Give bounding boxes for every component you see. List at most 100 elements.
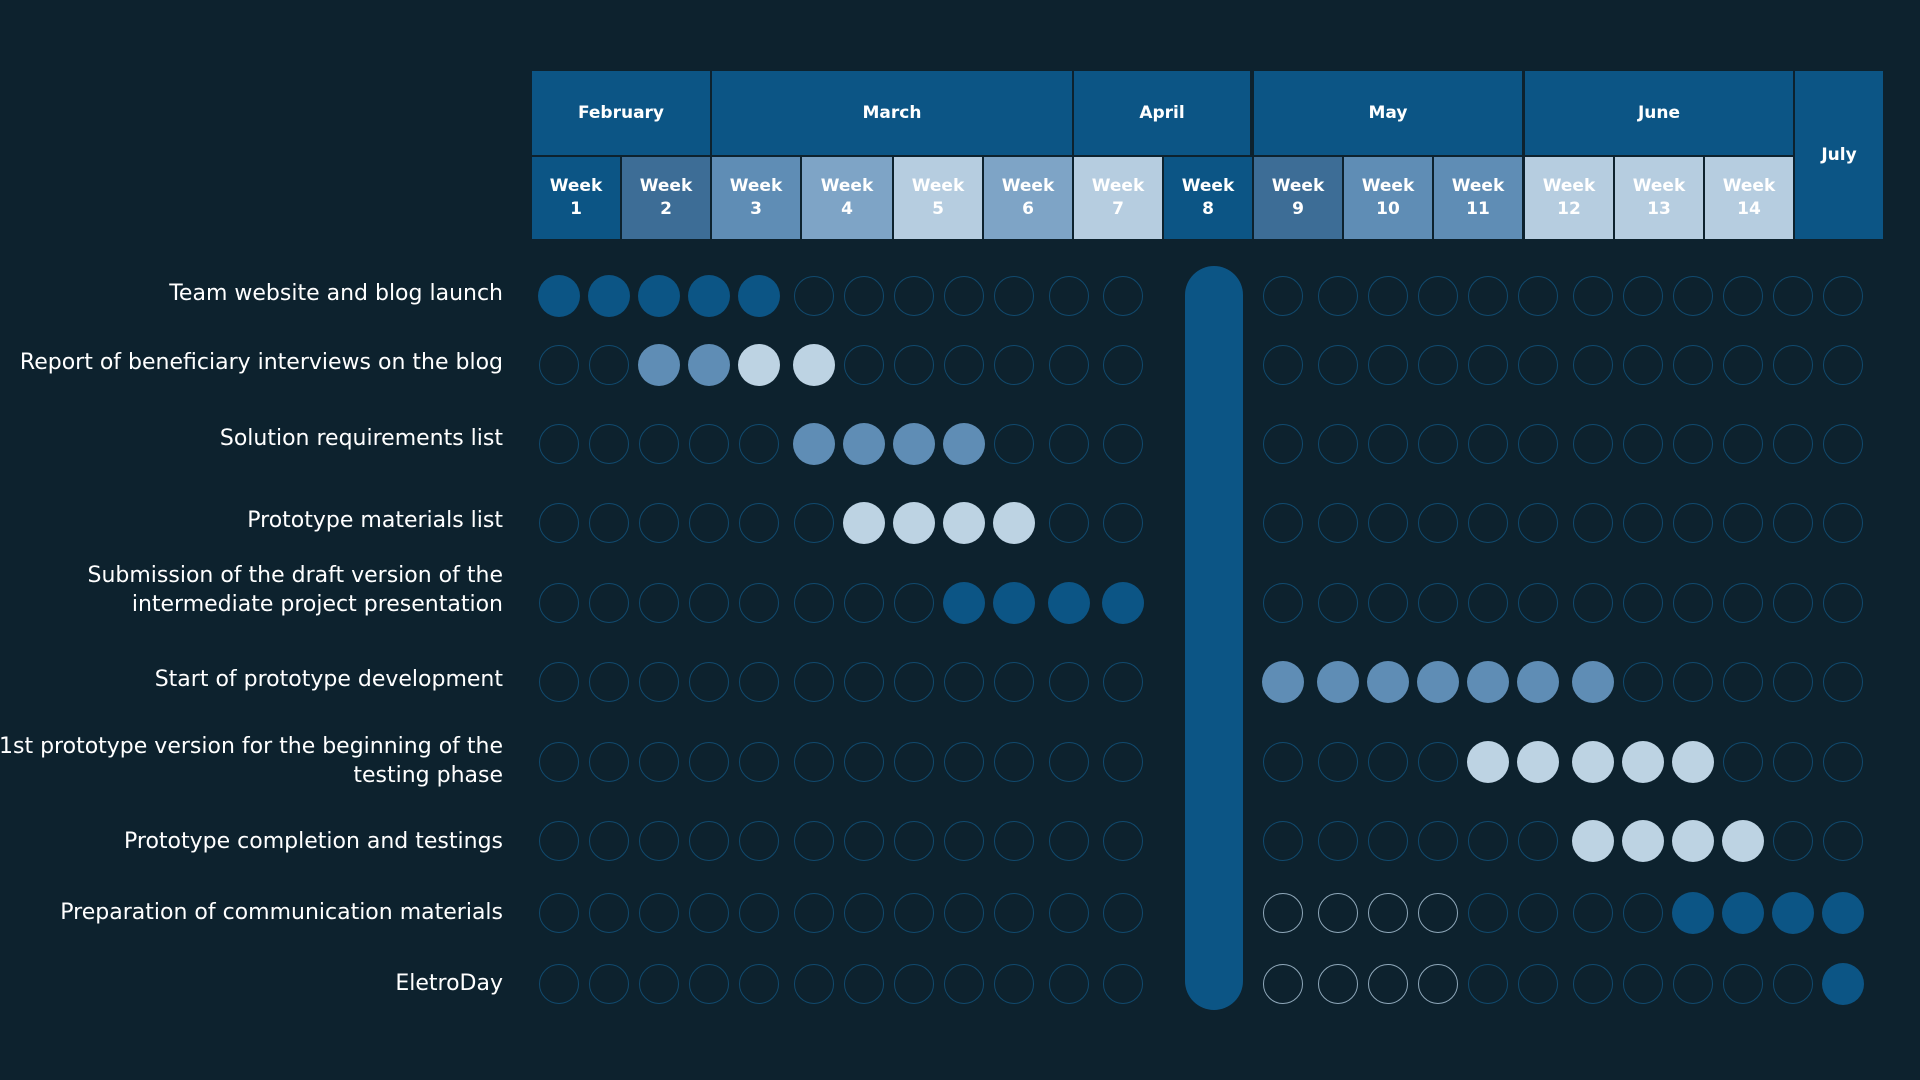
dot-empty <box>1468 893 1508 933</box>
dot-filled-light <box>1622 820 1664 862</box>
dot-empty <box>1263 345 1303 385</box>
dot-empty <box>944 964 984 1004</box>
dot-empty <box>1773 964 1813 1004</box>
dot-empty <box>739 583 779 623</box>
dot-empty <box>739 964 779 1004</box>
dot-empty <box>589 662 629 702</box>
week-word: Week <box>1091 176 1145 196</box>
dot-empty <box>1518 345 1558 385</box>
dot-empty <box>1723 964 1763 1004</box>
dot-empty <box>794 662 834 702</box>
week-word: Week <box>911 176 965 196</box>
dot-empty <box>1673 276 1713 316</box>
dot-empty <box>794 742 834 782</box>
week-word: Week <box>639 176 693 196</box>
dot-empty <box>1263 276 1303 316</box>
month-header-march: March <box>712 71 1072 155</box>
dot-filled-dark <box>1822 963 1864 1005</box>
dot-empty <box>1518 276 1558 316</box>
dot-filled-mid <box>893 423 935 465</box>
dot-empty <box>1263 424 1303 464</box>
dot-empty <box>539 964 579 1004</box>
dot-filled-light <box>1672 741 1714 783</box>
dot-empty <box>589 893 629 933</box>
dot-empty <box>1263 503 1303 543</box>
week-word: Week <box>1361 176 1415 196</box>
task-label: Team website and blog launch <box>169 281 503 306</box>
dot-filled-dark <box>1722 892 1764 934</box>
dot-empty <box>689 964 729 1004</box>
dot-empty <box>1823 345 1863 385</box>
dot-empty <box>1049 964 1089 1004</box>
dot-empty <box>1049 821 1089 861</box>
dot-filled-dark <box>993 582 1035 624</box>
dot-empty <box>1723 276 1763 316</box>
dot-empty <box>1103 964 1143 1004</box>
week-word: Week <box>820 176 874 196</box>
dot-empty <box>1468 345 1508 385</box>
task-label: Preparation of communication materials <box>60 900 503 925</box>
dot-empty <box>1468 424 1508 464</box>
week-number: 11 <box>1466 199 1490 219</box>
dot-empty <box>1773 503 1813 543</box>
dot-empty <box>894 893 934 933</box>
dot-empty <box>844 821 884 861</box>
dot-empty <box>639 742 679 782</box>
dot-filled-dark <box>738 275 780 317</box>
task-label: 1st prototype version for the beginning … <box>0 734 503 788</box>
dot-empty <box>639 893 679 933</box>
dot-filled-mid <box>1262 661 1304 703</box>
month-header-july: July <box>1795 71 1883 239</box>
dot-empty <box>844 276 884 316</box>
dot-empty <box>639 662 679 702</box>
dot-empty <box>589 742 629 782</box>
dot-empty <box>1623 276 1663 316</box>
dot-empty <box>1049 276 1089 316</box>
dot-filled-light <box>1467 741 1509 783</box>
dot-empty <box>539 424 579 464</box>
dot-empty <box>1723 424 1763 464</box>
week-number: 14 <box>1737 199 1761 219</box>
dot-empty <box>1673 583 1713 623</box>
week-number: 1 <box>570 199 582 219</box>
dot-empty <box>1518 424 1558 464</box>
dot-empty <box>1673 964 1713 1004</box>
dot-empty <box>539 662 579 702</box>
dot-empty <box>539 742 579 782</box>
dot-empty <box>1418 821 1458 861</box>
dot-empty <box>944 345 984 385</box>
month-header-may: May <box>1254 71 1522 155</box>
dot-empty <box>1468 964 1508 1004</box>
dot-filled-dark <box>1102 582 1144 624</box>
dot-empty <box>994 821 1034 861</box>
dot-empty <box>1573 424 1613 464</box>
milestone-bar <box>1185 266 1243 1010</box>
dot-filled-light <box>1722 820 1764 862</box>
dot-empty <box>844 742 884 782</box>
dot-empty <box>739 821 779 861</box>
dot-empty <box>1623 964 1663 1004</box>
dot-filled-mid <box>943 423 985 465</box>
dot-filled-dark <box>943 582 985 624</box>
dot-empty <box>1823 662 1863 702</box>
week-number: 4 <box>841 199 853 219</box>
dot-empty <box>639 821 679 861</box>
dot-empty <box>1518 821 1558 861</box>
dot-empty <box>894 583 934 623</box>
dot-empty <box>1823 276 1863 316</box>
dot-filled-light <box>993 502 1035 544</box>
dot-empty-light <box>1318 893 1358 933</box>
dot-empty <box>1468 583 1508 623</box>
dot-empty <box>1773 583 1813 623</box>
dot-empty <box>689 742 729 782</box>
dot-filled-dark <box>638 275 680 317</box>
week-word: Week <box>1181 176 1235 196</box>
dot-empty <box>1418 583 1458 623</box>
dot-empty <box>539 583 579 623</box>
